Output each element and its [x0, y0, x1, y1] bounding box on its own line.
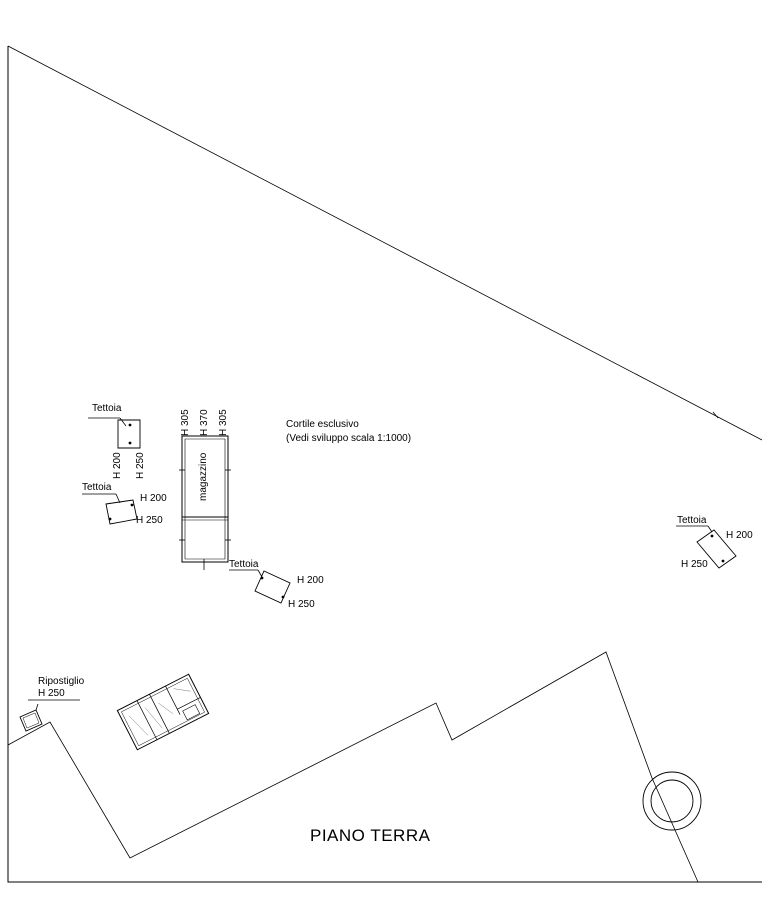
well-circle-icon	[643, 772, 701, 830]
property-boundary-lower	[8, 652, 698, 882]
canopy-3-shape	[229, 570, 290, 603]
canopy-4-height-low: H 200	[726, 530, 753, 541]
storage-height-center: H 370	[199, 409, 210, 436]
canopy-3-label: Tettoia	[229, 559, 259, 570]
canopy-4-label: Tettoia	[677, 515, 707, 526]
canopy-3-height-low: H 200	[297, 575, 324, 586]
canopy-1-height-low: H 200	[112, 452, 123, 479]
storage-room-label: magazzino	[198, 452, 209, 501]
property-boundary-diagonal	[8, 46, 762, 440]
closet-shape	[20, 700, 80, 731]
boundary-tick	[713, 412, 718, 418]
canopy-1-shape	[88, 418, 140, 448]
storage-height-left: H 305	[180, 409, 191, 436]
sheet-frame	[8, 46, 762, 882]
canopy-2-height-high: H 250	[136, 515, 163, 526]
drawing-title: PIANO TERRA	[310, 826, 431, 845]
canopy-2-label: Tettoia	[82, 482, 112, 493]
canopy-4-shape	[676, 526, 736, 568]
courtyard-label: Cortile esclusivo	[286, 419, 359, 430]
canopy-2-shape	[82, 494, 137, 524]
storage-height-right: H 305	[218, 409, 229, 436]
storage-building	[179, 436, 231, 570]
canopy-4-height-high: H 250	[681, 559, 708, 570]
canopy-1-height-high: H 250	[135, 452, 146, 479]
closet-height: H 250	[38, 688, 65, 699]
annex-floorplan	[117, 674, 208, 750]
courtyard-scale-note: (Vedi sviluppo scala 1:1000)	[286, 433, 412, 444]
canopy-1-label: Tettoia	[92, 403, 122, 414]
canopy-3-height-high: H 250	[288, 599, 315, 610]
closet-label: Ripostiglio	[38, 676, 85, 687]
canopy-2-height-low: H 200	[140, 493, 167, 504]
